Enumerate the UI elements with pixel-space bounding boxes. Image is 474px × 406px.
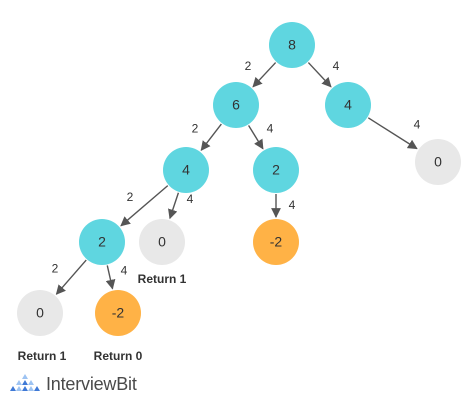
node-circle-nm2b	[95, 290, 141, 336]
tree-node-n0m: 0	[139, 219, 185, 265]
tree-node-nm2b: -2	[95, 290, 141, 336]
edge-n4r-n0r	[367, 117, 418, 150]
node-circle-n0m	[139, 219, 185, 265]
node-circle-n8	[269, 22, 315, 68]
edge-n8-n4r	[307, 62, 332, 88]
edge-n2l-n0b	[55, 259, 87, 295]
node-circle-n6	[213, 82, 259, 128]
interviewbit-logo-icon	[8, 372, 42, 401]
edge-label-n8-n6: 2	[245, 59, 252, 73]
tree-node-n0b: 0	[17, 290, 63, 336]
node-circle-n0b	[17, 290, 63, 336]
tree-node-n4r: 4	[325, 82, 371, 128]
edge-label-n6-n4l: 2	[192, 122, 199, 136]
interviewbit-logo-text: InterviewBit	[46, 374, 137, 394]
node-value-n6: 6	[232, 97, 240, 113]
node-value-n4r: 4	[344, 97, 352, 113]
edge-n4l-n2l	[120, 185, 169, 227]
edge-n8-n6	[252, 62, 277, 88]
edge-n6-n2m	[247, 125, 264, 150]
return-label-nm2b: Return 0	[94, 349, 143, 363]
tree-node-n2l: 2	[79, 219, 125, 265]
node-circle-n0r	[415, 139, 461, 185]
tree-node-n6: 6	[213, 82, 259, 128]
returns-layer: Return 1 Return 1 Return 0	[18, 272, 187, 363]
tree-node-n8: 8	[269, 22, 315, 68]
edge-label-n8-n4r: 4	[333, 59, 340, 73]
edge-label-n2l-n0b: 2	[52, 262, 59, 276]
edge-label-n2m-nm2m: 4	[289, 198, 296, 212]
edge-label-n4r-n0r: 4	[414, 118, 421, 132]
edge-label-n6-n2m: 4	[267, 122, 274, 136]
node-value-n2l: 2	[98, 234, 106, 250]
return-label-n0m: Return 1	[138, 272, 187, 286]
node-circle-n4l	[163, 147, 209, 193]
edge-label-n2l-nm2b: 4	[121, 264, 128, 278]
edge-label-n4l-n2l: 2	[127, 190, 134, 204]
nodes-layer: 8 6 4 4 2 0 2 0 -2 0 -2	[17, 22, 461, 336]
edge-n2l-nm2b	[105, 265, 116, 290]
node-value-nm2m: -2	[270, 234, 283, 250]
node-value-n0b: 0	[36, 305, 44, 321]
tree-node-n4l: 4	[163, 147, 209, 193]
tree-node-n2m: 2	[253, 147, 299, 193]
tree-node-n0r: 0	[415, 139, 461, 185]
tree-node-nm2m: -2	[253, 219, 299, 265]
node-value-n8: 8	[288, 37, 296, 53]
node-circle-nm2m	[253, 219, 299, 265]
node-circle-n2m	[253, 147, 299, 193]
edge-n6-n4l	[200, 123, 222, 151]
edge-n4l-n0m	[168, 192, 180, 220]
edges-layer: 2 4 2 4 4 2 4 4 2 4	[52, 59, 421, 295]
node-circle-n2l	[79, 219, 125, 265]
node-value-n4l: 4	[182, 162, 190, 178]
node-value-n0r: 0	[434, 154, 442, 170]
node-value-n2m: 2	[272, 162, 280, 178]
node-value-nm2b: -2	[112, 305, 125, 321]
node-circle-n4r	[325, 82, 371, 128]
node-value-n0m: 0	[158, 234, 166, 250]
return-label-n0b: Return 1	[18, 349, 67, 363]
edge-label-n4l-n0m: 4	[187, 192, 194, 206]
